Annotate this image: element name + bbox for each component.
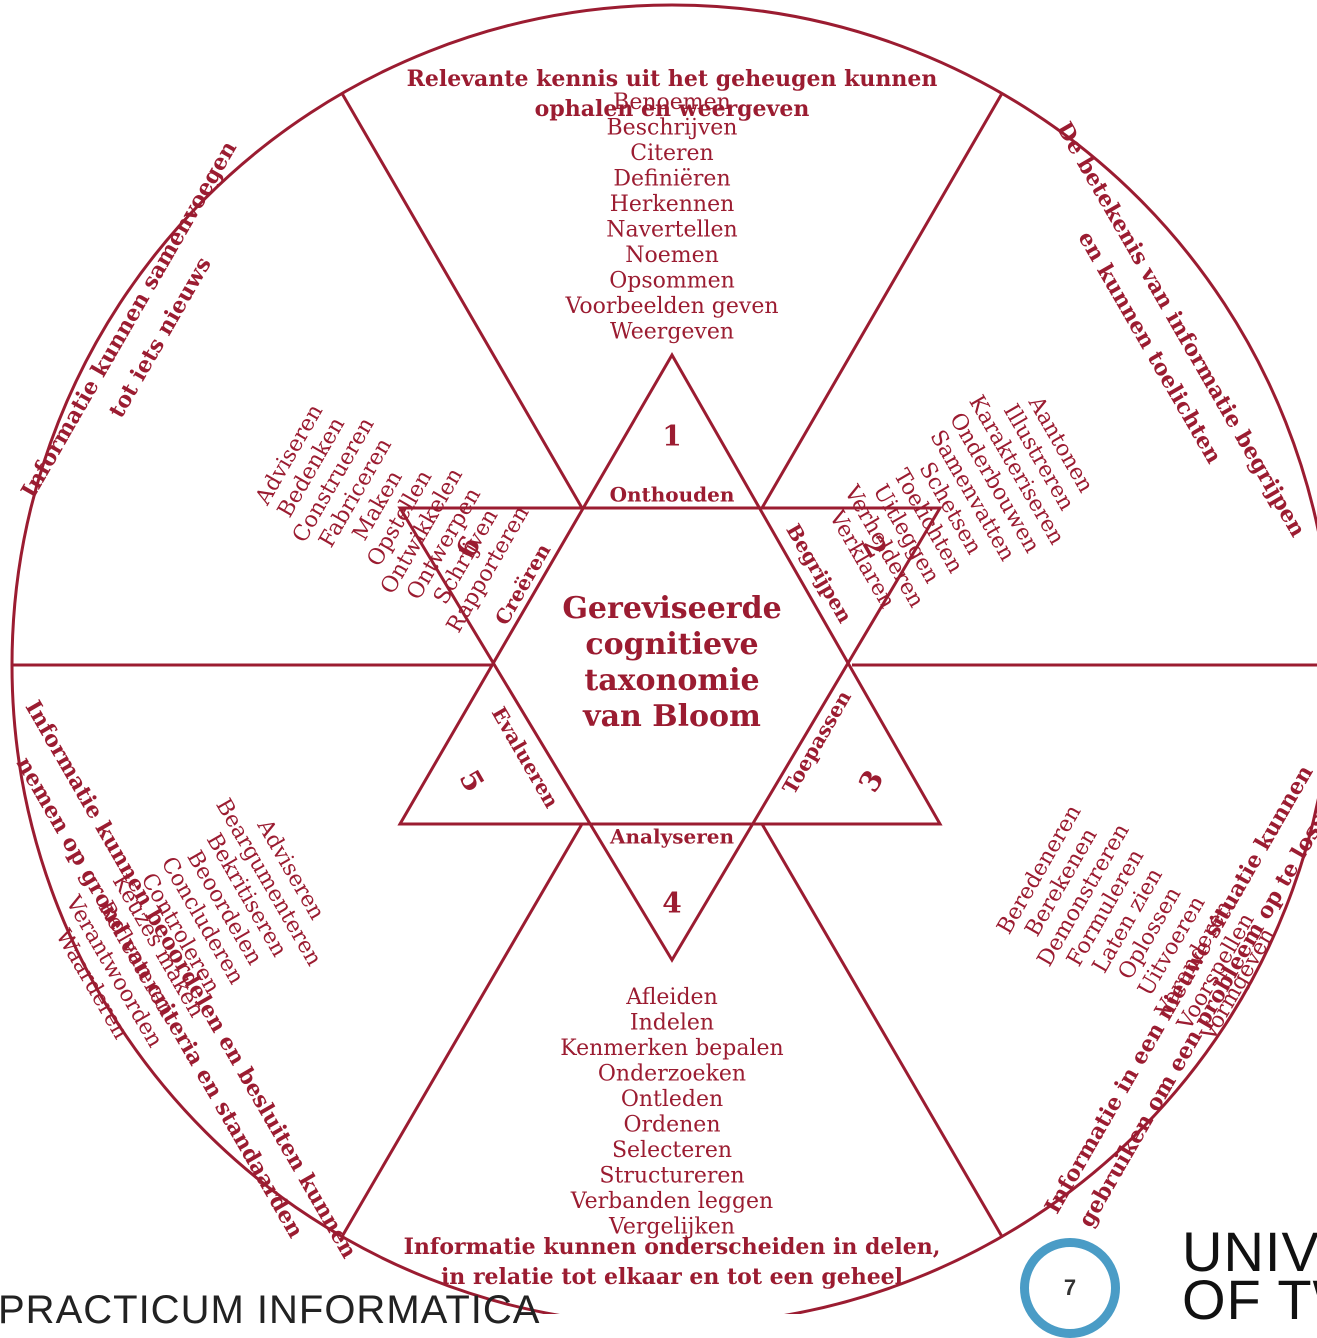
divider-line-4 — [760, 823, 1004, 1238]
segment-1-verb: Opsommen — [609, 269, 735, 294]
segment-5-number: 5 — [453, 764, 491, 797]
segment-4-number: 4 — [662, 887, 681, 920]
segment-1-verb: Noemen — [625, 243, 719, 268]
segment-1-verb: Benoemen — [613, 90, 731, 115]
segment-4-description-2: in relatie tot elkaar en tot een geheel — [441, 1264, 903, 1290]
segment-4-verb: Structureren — [599, 1164, 744, 1189]
divider-line-2 — [760, 92, 1004, 509]
divider-line-5 — [340, 823, 584, 1238]
segment-1-description-1: Relevante kennis uit het geheugen kunnen — [407, 66, 938, 92]
triangle-up — [397, 351, 943, 826]
page-number-badge: 7 — [1020, 1238, 1120, 1338]
segment-4-verb: Selecteren — [612, 1138, 732, 1163]
segment-1-verb: Navertellen — [606, 218, 737, 243]
segment-3-name: Toepassen — [777, 686, 856, 798]
segment-4-verb: Ontleden — [621, 1087, 723, 1112]
footer-text: PRACTICUM INFORMATICA — [0, 1288, 541, 1332]
page-number: 7 — [1063, 1275, 1077, 1300]
segment-1-verb: Herkennen — [610, 192, 735, 217]
segment-4-verb: Indelen — [630, 1011, 714, 1036]
center-title-line-4: van Bloom — [582, 699, 761, 734]
segment-4-verb: Onderzoeken — [598, 1062, 746, 1087]
center-title-line-1: Gereviseerde — [562, 591, 781, 626]
university-logo: UNIVE OF TW — [1182, 1220, 1317, 1331]
center-title-line-2: cognitieve — [585, 627, 758, 662]
wheel-structure — [10, 3, 1317, 1314]
segment-6-description-1: Informatie kunnen samenvoegen — [16, 137, 242, 503]
segment-3-number: 3 — [852, 764, 890, 797]
segment-4-verb: Kenmerken bepalen — [560, 1036, 783, 1061]
segment-1-verb: Voorbeelden geven — [564, 294, 778, 319]
segment-4-description-1: Informatie kunnen onderscheiden in delen… — [404, 1234, 941, 1260]
segment-4-verb: Verbanden leggen — [570, 1189, 773, 1214]
segment-4-name: Analyseren — [609, 825, 734, 849]
triangle-down — [397, 506, 943, 963]
center-title-line-3: taxonomie — [584, 663, 759, 698]
segment-1-verb: Definiëren — [613, 167, 730, 192]
segment-4-verb: Vergelijken — [608, 1215, 735, 1240]
segment-4-verb: Ordenen — [623, 1113, 720, 1138]
segment-1-verb: Beschrijven — [607, 116, 738, 141]
segment-4-verb: Afleiden — [625, 985, 718, 1010]
segment-1-description-2: ophalen en weergeven — [535, 96, 810, 122]
segment-1-name: Onthouden — [610, 483, 735, 507]
segment-1-verb: Weergeven — [610, 320, 734, 345]
segment-1-number: 1 — [662, 420, 681, 453]
divider-line-1 — [340, 92, 584, 509]
segment-1-verb: Citeren — [630, 141, 713, 166]
